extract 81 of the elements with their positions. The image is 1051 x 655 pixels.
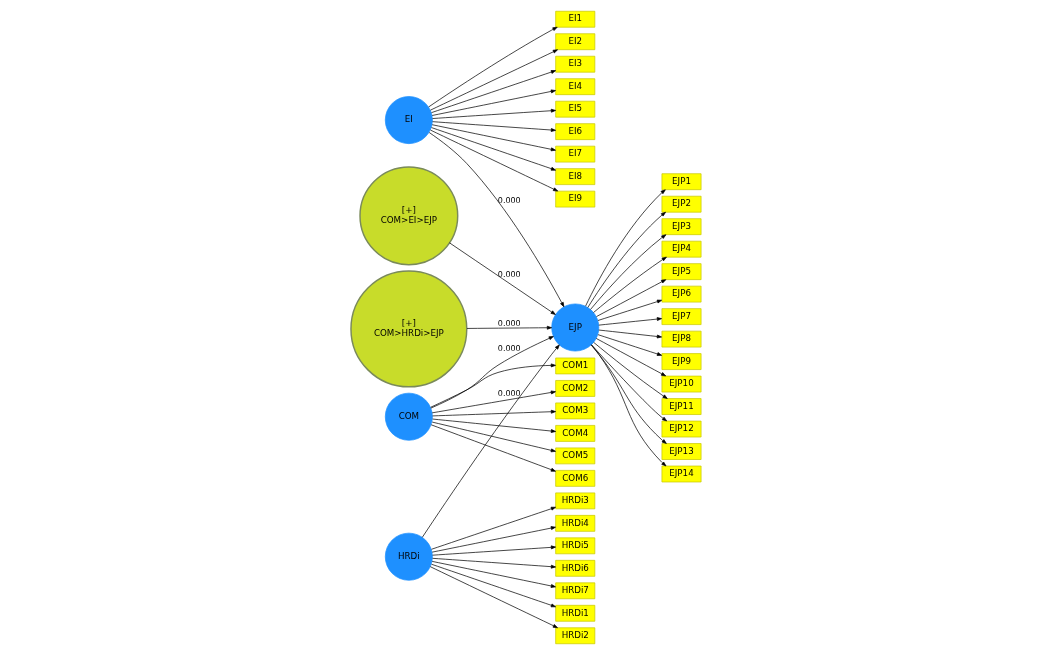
arrow xyxy=(431,526,556,553)
node-box: HRDi7 xyxy=(554,582,595,600)
node-box: EI5 xyxy=(554,100,595,118)
node-box: EJP1 xyxy=(661,173,701,191)
node-box: HRDi6 xyxy=(554,559,595,577)
arrow xyxy=(431,545,556,556)
node-box: EJP2 xyxy=(661,195,701,213)
node-box: EI4 xyxy=(554,78,595,96)
node-circle: COM xyxy=(384,392,433,441)
node-circle: [+] COM>HRDi>EJP xyxy=(349,270,467,388)
node-box: EJP12 xyxy=(661,420,701,438)
node-box: HRDi1 xyxy=(554,604,595,622)
arrow xyxy=(429,566,558,629)
arrow xyxy=(421,344,560,538)
arrow xyxy=(431,418,556,433)
node-box: COM6 xyxy=(554,470,595,487)
arrow xyxy=(584,189,666,307)
arrow xyxy=(590,344,667,444)
node-box: EJP7 xyxy=(661,308,701,325)
node-box: EJP14 xyxy=(661,465,701,483)
node-box: EI3 xyxy=(554,55,595,73)
arrow xyxy=(466,325,552,330)
node-box: EJP3 xyxy=(661,218,701,236)
node-box: EI9 xyxy=(554,190,595,208)
arrow xyxy=(430,506,556,550)
node-box: HRDi3 xyxy=(554,492,595,510)
arrow xyxy=(592,341,668,399)
arrow xyxy=(429,129,558,192)
node-box: EJP8 xyxy=(661,330,701,348)
arrow xyxy=(597,317,662,326)
node-box: EI7 xyxy=(554,145,595,163)
node-box: COM3 xyxy=(554,402,595,420)
node-box: COM5 xyxy=(554,447,595,465)
node-circle: HRDi xyxy=(384,532,433,581)
arrow xyxy=(597,334,662,356)
arrow xyxy=(431,89,556,116)
node-box: EJP10 xyxy=(661,375,701,393)
node-box: EI2 xyxy=(554,33,595,51)
node-box: EJP5 xyxy=(661,263,701,280)
node-circle: [+] COM>EI>EJP xyxy=(358,166,458,266)
arrow xyxy=(448,242,556,315)
node-circle: EI xyxy=(384,96,433,144)
arrow xyxy=(597,299,662,321)
node-box: COM1 xyxy=(554,357,595,375)
node-box: COM2 xyxy=(554,380,595,397)
arrow xyxy=(586,211,666,308)
arrow xyxy=(595,279,666,317)
arrow xyxy=(427,26,558,108)
node-box: EI8 xyxy=(554,168,595,185)
arrow xyxy=(430,336,554,409)
arrow xyxy=(431,421,556,453)
arrow xyxy=(592,256,667,313)
arrow xyxy=(431,561,556,588)
node-box: EI1 xyxy=(554,10,595,28)
node-box: EJP6 xyxy=(661,285,701,303)
arrow xyxy=(428,132,564,308)
arrow xyxy=(429,49,558,111)
node-box: EJP13 xyxy=(661,443,701,460)
node-box: HRDi5 xyxy=(554,537,595,555)
arrow xyxy=(429,363,556,408)
arrow xyxy=(589,234,666,310)
node-box: EJP11 xyxy=(661,398,701,415)
arrow xyxy=(430,563,556,608)
node-box: EI6 xyxy=(554,123,595,140)
arrow xyxy=(430,70,556,113)
node-box: COM4 xyxy=(554,425,595,442)
node-box: EJP9 xyxy=(661,353,701,370)
node-box: HRDi2 xyxy=(554,627,595,645)
arrow xyxy=(590,344,666,467)
node-box: HRDi4 xyxy=(554,515,595,532)
arrow xyxy=(431,390,556,414)
arrow xyxy=(597,329,662,339)
arrow xyxy=(430,424,556,472)
arrow xyxy=(431,121,556,132)
node-box: EJP4 xyxy=(661,240,701,258)
arrow xyxy=(431,124,556,152)
arrow xyxy=(431,108,556,119)
arrow xyxy=(430,127,556,171)
arrow xyxy=(595,338,666,377)
arrow xyxy=(431,557,556,569)
arrow xyxy=(431,409,556,417)
